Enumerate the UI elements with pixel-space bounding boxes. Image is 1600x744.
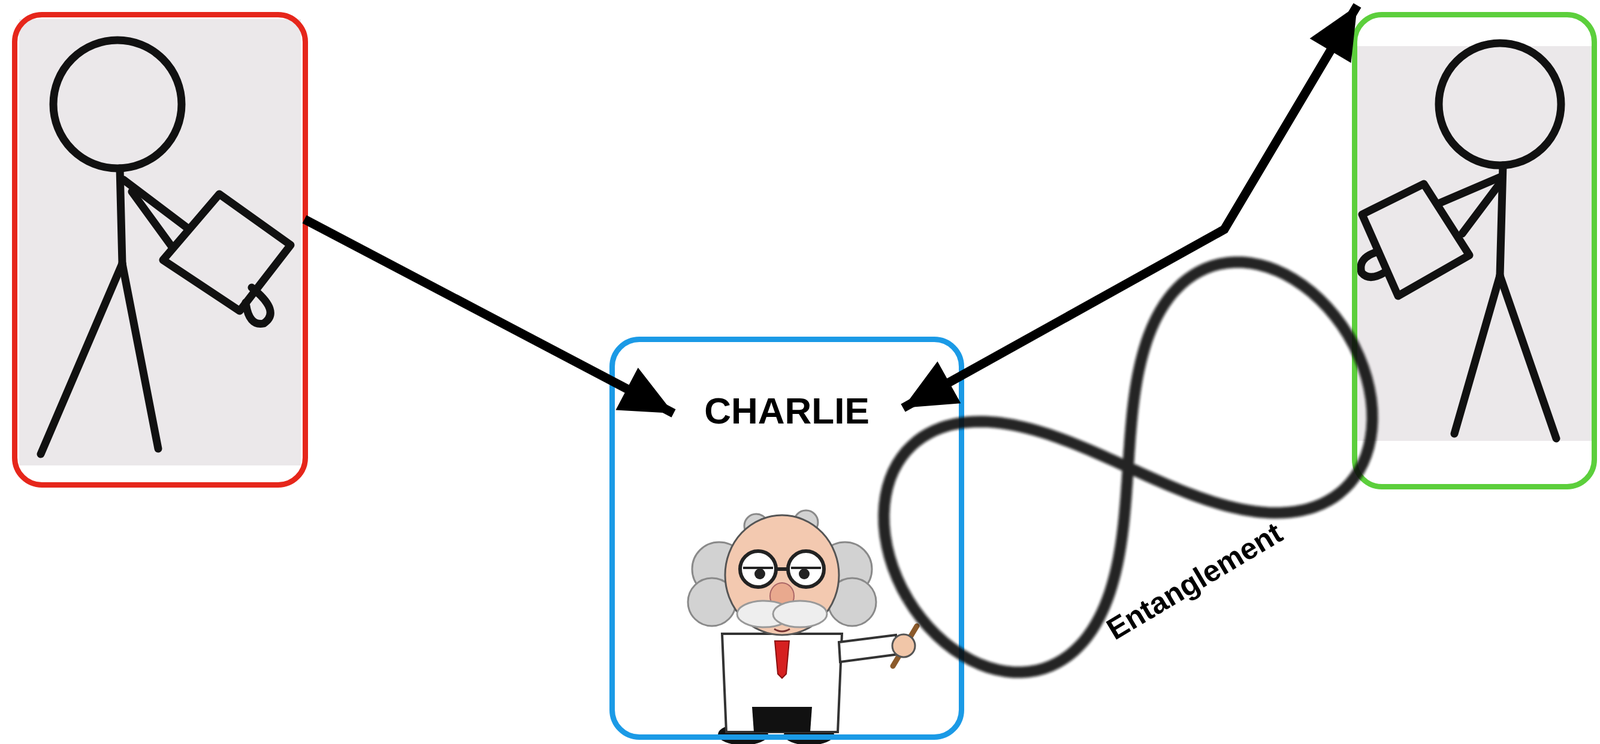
arrow-head bbox=[1309, 5, 1358, 63]
scientist-cartoon-part bbox=[773, 601, 827, 628]
left-stick-figure-part bbox=[245, 287, 271, 325]
right-stick-figure-part bbox=[1462, 185, 1499, 234]
left-stick-figure-part bbox=[162, 194, 291, 312]
left-stick-figure-part bbox=[40, 40, 291, 455]
left-stick-figure bbox=[19, 19, 301, 466]
scientist-cartoon-part bbox=[892, 626, 917, 667]
scientist-cartoon-part bbox=[838, 635, 899, 663]
right-stick-figure-part bbox=[1360, 43, 1562, 439]
arrow-head bbox=[903, 361, 961, 409]
scientist-cartoon-part bbox=[752, 707, 812, 733]
scientist-cartoon-part bbox=[776, 567, 788, 572]
person-box bbox=[1351, 11, 1598, 490]
left-stick-figure-part bbox=[53, 40, 182, 169]
scientist-cartoon-part bbox=[774, 629, 790, 632]
left-stick-figure-part bbox=[19, 19, 301, 466]
arrow-connector bbox=[304, 219, 674, 414]
person-box bbox=[11, 11, 309, 488]
left-stick-figure-part bbox=[40, 263, 123, 455]
scientist-cartoon-part bbox=[774, 641, 790, 679]
person-box: CHARLIE bbox=[609, 336, 965, 741]
left-stick-figure-part bbox=[122, 263, 159, 449]
arrow-connector bbox=[903, 5, 1358, 409]
entanglement-loop bbox=[883, 262, 1373, 673]
right-stick-figure-part bbox=[1438, 43, 1562, 166]
right-stick-figure-part bbox=[1357, 46, 1593, 442]
arrow-head bbox=[615, 367, 674, 414]
scientist-cartoon-part bbox=[791, 566, 821, 570]
scientist-cartoon-part bbox=[740, 551, 777, 588]
right-stick-figure-part bbox=[1454, 275, 1500, 434]
arrow-line bbox=[304, 219, 674, 414]
entanglement-link bbox=[883, 262, 1373, 673]
right-stick-figure-part bbox=[1360, 251, 1385, 278]
scientist-cartoon-part bbox=[788, 551, 824, 588]
right-stick-figure-part bbox=[1499, 165, 1503, 276]
scientist-cartoon-part bbox=[754, 568, 766, 580]
scientist-cartoon-part bbox=[743, 566, 774, 570]
scientist-cartoon-part bbox=[798, 568, 810, 580]
scientist-cartoon-part bbox=[722, 634, 842, 733]
scientist-cartoon-part bbox=[892, 634, 916, 658]
scientist-cartoon-part bbox=[725, 515, 839, 636]
scientist-cartoon bbox=[687, 510, 917, 744]
right-stick-figure-part bbox=[1499, 275, 1557, 439]
arrow-line bbox=[903, 5, 1358, 409]
edge-label: Entanglement bbox=[1100, 515, 1288, 647]
node-label: CHARLIE bbox=[614, 390, 959, 433]
right-stick-figure bbox=[1357, 43, 1593, 442]
